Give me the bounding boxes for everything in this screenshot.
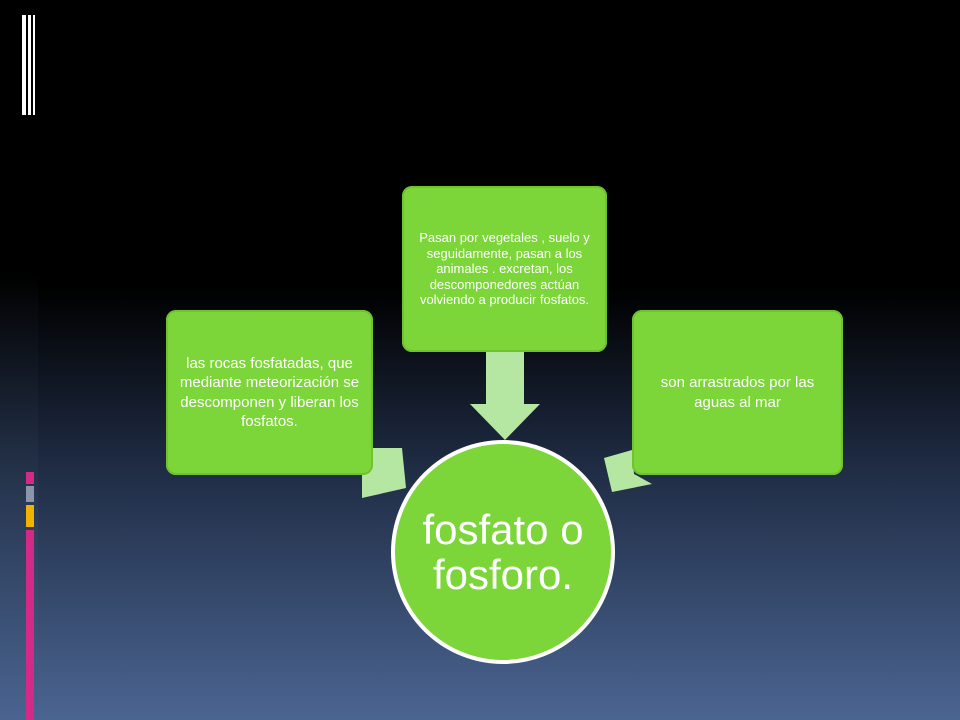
- node-left: las rocas fosfatadas, que mediante meteo…: [166, 310, 373, 475]
- decor-bar-white-2: [28, 15, 31, 115]
- arrow-right-to-center: [604, 450, 652, 492]
- node-left-label: las rocas fosfatadas, que mediante meteo…: [179, 354, 360, 431]
- node-top-label: Pasan por vegetales , suelo y seguidamen…: [419, 230, 590, 308]
- node-center-label: fosfato o fosforo.: [422, 505, 584, 598]
- decor-bar-gray: [26, 486, 34, 502]
- arrow-top-to-center: [470, 352, 540, 440]
- decor-bar-yellow: [26, 505, 34, 527]
- arrow-left-to-center: [362, 448, 406, 498]
- decor-bar-magenta-1: [26, 472, 34, 484]
- decor-bar-white-3: [33, 15, 35, 115]
- node-top: Pasan por vegetales , suelo y seguidamen…: [402, 186, 607, 352]
- decor-bar-white-1: [22, 15, 26, 115]
- node-right-label: son arrastrados por las aguas al mar: [660, 374, 815, 411]
- node-right: son arrastrados por las aguas al mar: [632, 310, 843, 475]
- node-center: fosfato o fosforo.: [391, 440, 615, 664]
- decor-bar-magenta-2: [26, 530, 34, 720]
